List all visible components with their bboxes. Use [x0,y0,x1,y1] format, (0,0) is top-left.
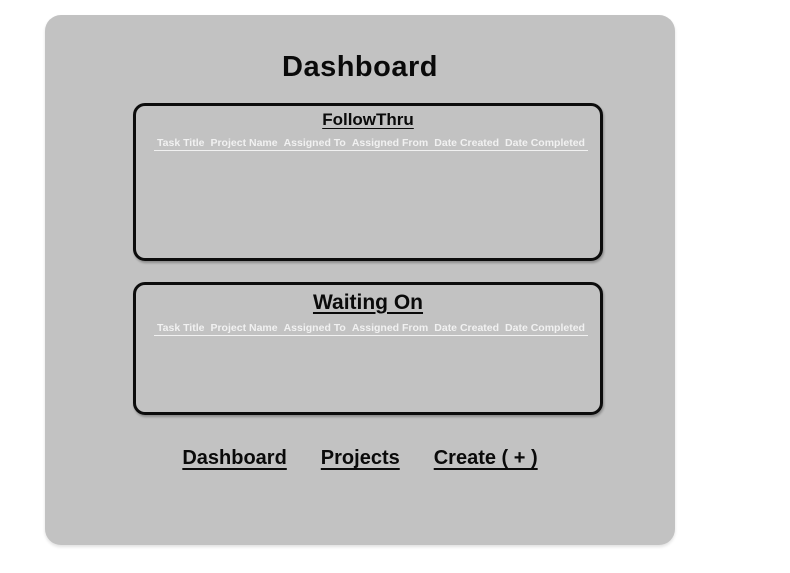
bottom-nav: Dashboard Projects Create ( + ) [45,447,675,470]
column-header-date-created: Date Created [431,137,503,151]
column-header-date-completed: Date Completed [502,322,588,336]
nav-link-create[interactable]: Create ( + ) [433,447,538,469]
column-header-assigned-to: Assigned To [280,137,349,151]
nav-link-dashboard[interactable]: Dashboard [182,447,287,469]
waiting-on-panel: Waiting On Task Title Project Name Assig… [133,282,603,415]
column-header-task-title: Task Title [154,137,208,151]
column-header-date-completed: Date Completed [502,137,588,151]
column-header-assigned-from: Assigned From [348,322,432,336]
column-header-date-created: Date Created [431,322,503,336]
waiting-on-column-headers: Task Title Project Name Assigned To Assi… [136,322,600,336]
column-header-task-title: Task Title [154,322,208,336]
nav-link-projects[interactable]: Projects [320,447,400,469]
column-header-project-name: Project Name [207,322,281,336]
followthru-panel-title: FollowThru [322,110,414,129]
column-header-project-name: Project Name [207,137,281,151]
waiting-on-panel-title: Waiting On [312,291,424,314]
followthru-column-headers: Task Title Project Name Assigned To Assi… [136,137,600,151]
dashboard-canvas: Dashboard FollowThru Task Title Project … [45,15,675,545]
followthru-panel: FollowThru Task Title Project Name Assig… [133,103,603,261]
column-header-assigned-to: Assigned To [280,322,349,336]
column-header-assigned-from: Assigned From [348,137,432,151]
page-title: Dashboard [282,51,438,83]
